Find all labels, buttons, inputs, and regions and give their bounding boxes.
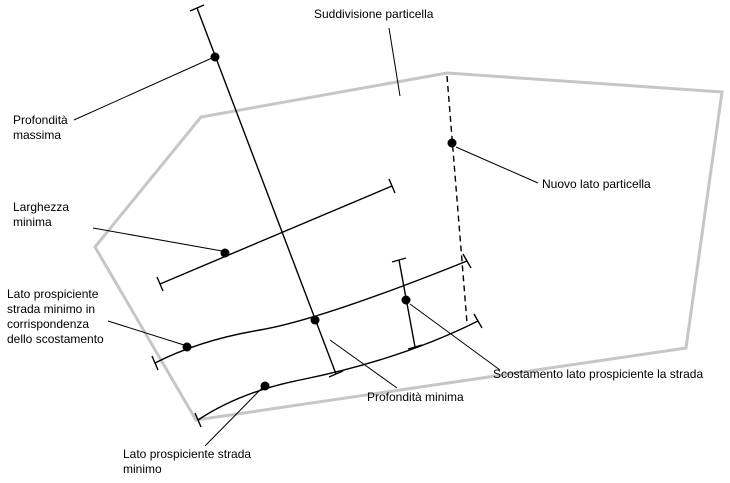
leader-line-suddivisione <box>388 27 401 97</box>
tick-mark <box>189 4 205 12</box>
tick-mark <box>462 253 472 269</box>
measurement-point-dot <box>220 248 230 258</box>
leader-line-scostamento <box>409 303 501 371</box>
tick-mark <box>151 355 159 371</box>
measurement-point-dot <box>182 342 192 352</box>
tick-mark <box>328 370 344 378</box>
measurement-point-dot <box>401 295 411 305</box>
road-frontage-arc <box>197 320 479 421</box>
measurement-point-dot <box>210 52 220 62</box>
leader-line-lato-minimo <box>204 387 263 447</box>
leader-line-profondita-massima <box>73 57 213 121</box>
leader-line-lato-scostamento <box>107 320 185 346</box>
tick-mark <box>388 178 396 194</box>
max-depth-line <box>196 7 337 375</box>
tick-mark <box>473 313 483 329</box>
label-suddivisione-particella: Suddivisione particella <box>314 7 434 21</box>
label-larghezza-minima: Larghezza minima <box>13 200 70 229</box>
parcel-boundary <box>93 71 724 422</box>
min-width-line <box>159 185 393 285</box>
label-profondita-minima: Profondità minima <box>367 390 464 404</box>
label-nuovo-lato-particella: Nuovo lato particella <box>542 177 651 191</box>
label-profondita-massima: Profondità massima <box>13 113 68 142</box>
tick-mark <box>407 344 423 350</box>
leader-line-profondita-minima <box>329 339 398 389</box>
measurement-point-dot <box>260 381 270 391</box>
label-lato-prospiciente-scostamento: Lato prospiciente strada minimo in corri… <box>7 287 104 346</box>
new-parcel-side-dashed-line <box>446 75 468 324</box>
label-lato-prospiciente-minimo: Lato prospiciente strada minimo <box>123 447 252 476</box>
tick-mark <box>391 257 407 263</box>
measurement-point-dot <box>310 315 320 325</box>
label-scostamento-lato: Scostamento lato prospiciente la strada <box>493 367 704 381</box>
leader-line-larghezza-minima <box>92 227 223 252</box>
measurement-point-dot <box>447 138 457 148</box>
leader-line-nuovo-lato <box>455 146 539 184</box>
tick-mark <box>156 276 164 292</box>
tick-mark <box>194 412 202 428</box>
